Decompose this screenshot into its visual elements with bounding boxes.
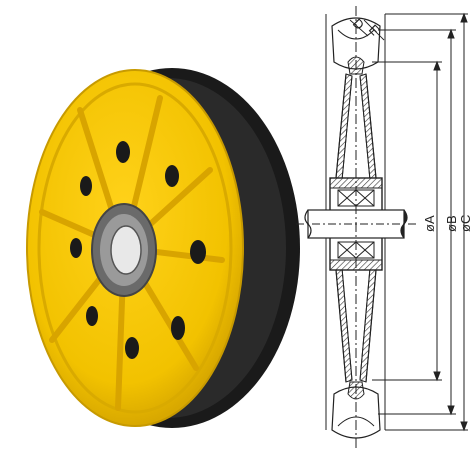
web-hatch-top-right: [359, 73, 377, 181]
dim-a-arrow-top: [433, 60, 441, 71]
dim-c-arrow-bottom: [460, 421, 468, 432]
dim-c-arrow-top: [460, 12, 468, 23]
dim-b-arrow-top: [447, 28, 455, 39]
bottom-groove: [331, 386, 381, 439]
web-hatch-top-left: [335, 73, 353, 181]
label-c: øC: [458, 215, 471, 232]
pulley-holes: [70, 141, 206, 359]
pulley-rim-ring: [37, 82, 233, 414]
dim-e-line: [363, 19, 385, 41]
dim-b-arrow-bottom: [447, 405, 455, 416]
pulley-bore: [110, 225, 142, 275]
label-a: øA: [422, 215, 437, 232]
dim-d-line: [349, 19, 369, 37]
label-b: øB: [444, 215, 459, 232]
pulley-photo: [26, 68, 300, 428]
technical-drawing: [296, 6, 468, 448]
web-hatch-bottom-left: [335, 267, 353, 383]
web-hatch-bottom-right: [359, 267, 377, 383]
dim-a-arrow-bottom: [433, 371, 441, 382]
